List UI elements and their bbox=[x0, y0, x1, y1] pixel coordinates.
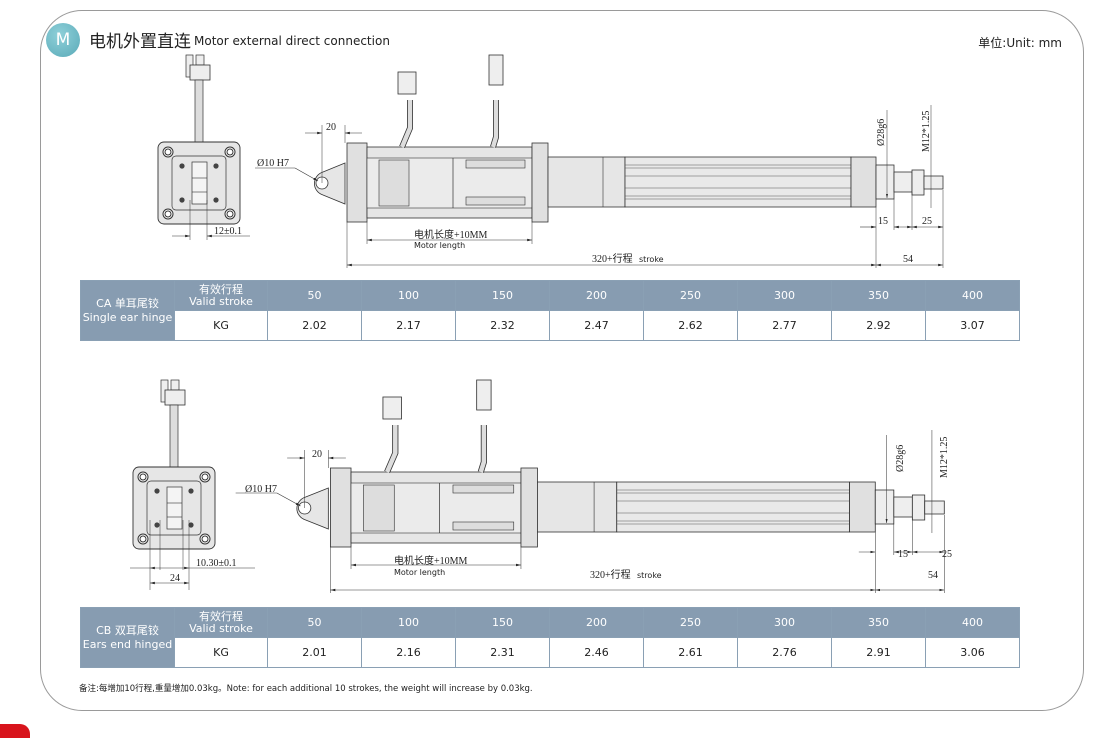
stroke-cell: 150 bbox=[455, 607, 550, 638]
stroke-cell: 300 bbox=[737, 607, 832, 638]
weight-label: KG bbox=[174, 310, 268, 341]
weight-cell: 3.06 bbox=[925, 637, 1020, 668]
stroke-cell: 400 bbox=[925, 607, 1020, 638]
stroke-cell: 50 bbox=[267, 280, 362, 311]
total-length-cn-2: 320+行程 bbox=[590, 568, 631, 581]
weight-cell: 2.77 bbox=[737, 310, 832, 341]
stroke-cell: 350 bbox=[831, 280, 926, 311]
weight-cell: 2.16 bbox=[361, 637, 456, 668]
section-title-cn: 电机外置直连 bbox=[89, 32, 191, 52]
stroke-cell: 100 bbox=[361, 607, 456, 638]
stroke-cell: 200 bbox=[549, 607, 644, 638]
total-length-cn: 320+行程 bbox=[592, 252, 633, 265]
weight-cell: 2.46 bbox=[549, 637, 644, 668]
dim-15-2: 15 bbox=[898, 549, 908, 560]
bore-label-2: Ø10 H7 bbox=[245, 484, 277, 495]
total-length-en-2: stroke bbox=[637, 571, 662, 580]
motor-length-en: Motor length bbox=[414, 241, 465, 250]
stroke-cell: 100 bbox=[361, 280, 456, 311]
dim-25-2: 25 bbox=[942, 549, 952, 560]
motor-length-en-2: Motor length bbox=[394, 568, 445, 577]
end-view-2 bbox=[132, 379, 216, 550]
dim-54-2: 54 bbox=[928, 570, 938, 581]
weight-cell: 2.02 bbox=[267, 310, 362, 341]
weight-cell: 2.62 bbox=[643, 310, 738, 341]
weight-label: KG bbox=[174, 637, 268, 668]
stroke-cell: 250 bbox=[643, 280, 738, 311]
weight-cell: 2.61 bbox=[643, 637, 738, 668]
stroke-cell: 200 bbox=[549, 280, 644, 311]
total-length-en: stroke bbox=[639, 255, 664, 264]
motor-length-cn-2: 电机长度+10MM bbox=[394, 554, 468, 567]
thread-label-2: M12*1.25 bbox=[939, 437, 950, 478]
width-label-2: 24 bbox=[170, 573, 180, 584]
rod-diameter: Ø28g6 bbox=[876, 119, 887, 146]
slot-label-2: 10.30±0.1 bbox=[196, 558, 237, 569]
stroke-cell: 150 bbox=[455, 280, 550, 311]
stroke-cell: 250 bbox=[643, 607, 738, 638]
footnote: 备注:每增加10行程,重量增加0.03kg。Note: for each add… bbox=[79, 684, 533, 694]
actuator-2 bbox=[236, 380, 945, 593]
dim-54: 54 bbox=[903, 254, 913, 265]
section-badge: M bbox=[46, 23, 80, 57]
section-title-en: Motor external direct connection bbox=[194, 34, 390, 48]
motor-length-cn: 电机长度+10MM bbox=[414, 228, 488, 241]
unit-label: 单位:Unit: mm bbox=[978, 36, 1062, 50]
weight-cell: 2.32 bbox=[455, 310, 550, 341]
spec-card bbox=[40, 10, 1084, 711]
weight-cell: 2.01 bbox=[267, 637, 362, 668]
dim-20: 20 bbox=[326, 122, 336, 133]
end-view-1 bbox=[157, 54, 241, 225]
actuator-1 bbox=[255, 55, 943, 268]
slot-label: 12±0.1 bbox=[214, 226, 242, 237]
weight-cell: 3.07 bbox=[925, 310, 1020, 341]
dim-15: 15 bbox=[878, 216, 888, 227]
weight-cell: 2.47 bbox=[549, 310, 644, 341]
rod-diameter-2: Ø28g6 bbox=[895, 445, 906, 472]
bore-label: Ø10 H7 bbox=[257, 158, 289, 169]
page-corner-mark bbox=[0, 724, 30, 738]
thread-label: M12*1.25 bbox=[921, 111, 932, 152]
stroke-cell: 50 bbox=[267, 607, 362, 638]
weight-cell: 2.76 bbox=[737, 637, 832, 668]
stroke-cell: 350 bbox=[831, 607, 926, 638]
weight-cell: 2.91 bbox=[831, 637, 926, 668]
dim-20-2: 20 bbox=[312, 449, 322, 460]
dim-25: 25 bbox=[922, 216, 932, 227]
weight-cell: 2.17 bbox=[361, 310, 456, 341]
stroke-cell: 300 bbox=[737, 280, 832, 311]
weight-cell: 2.92 bbox=[831, 310, 926, 341]
weight-cell: 2.31 bbox=[455, 637, 550, 668]
stroke-cell: 400 bbox=[925, 280, 1020, 311]
